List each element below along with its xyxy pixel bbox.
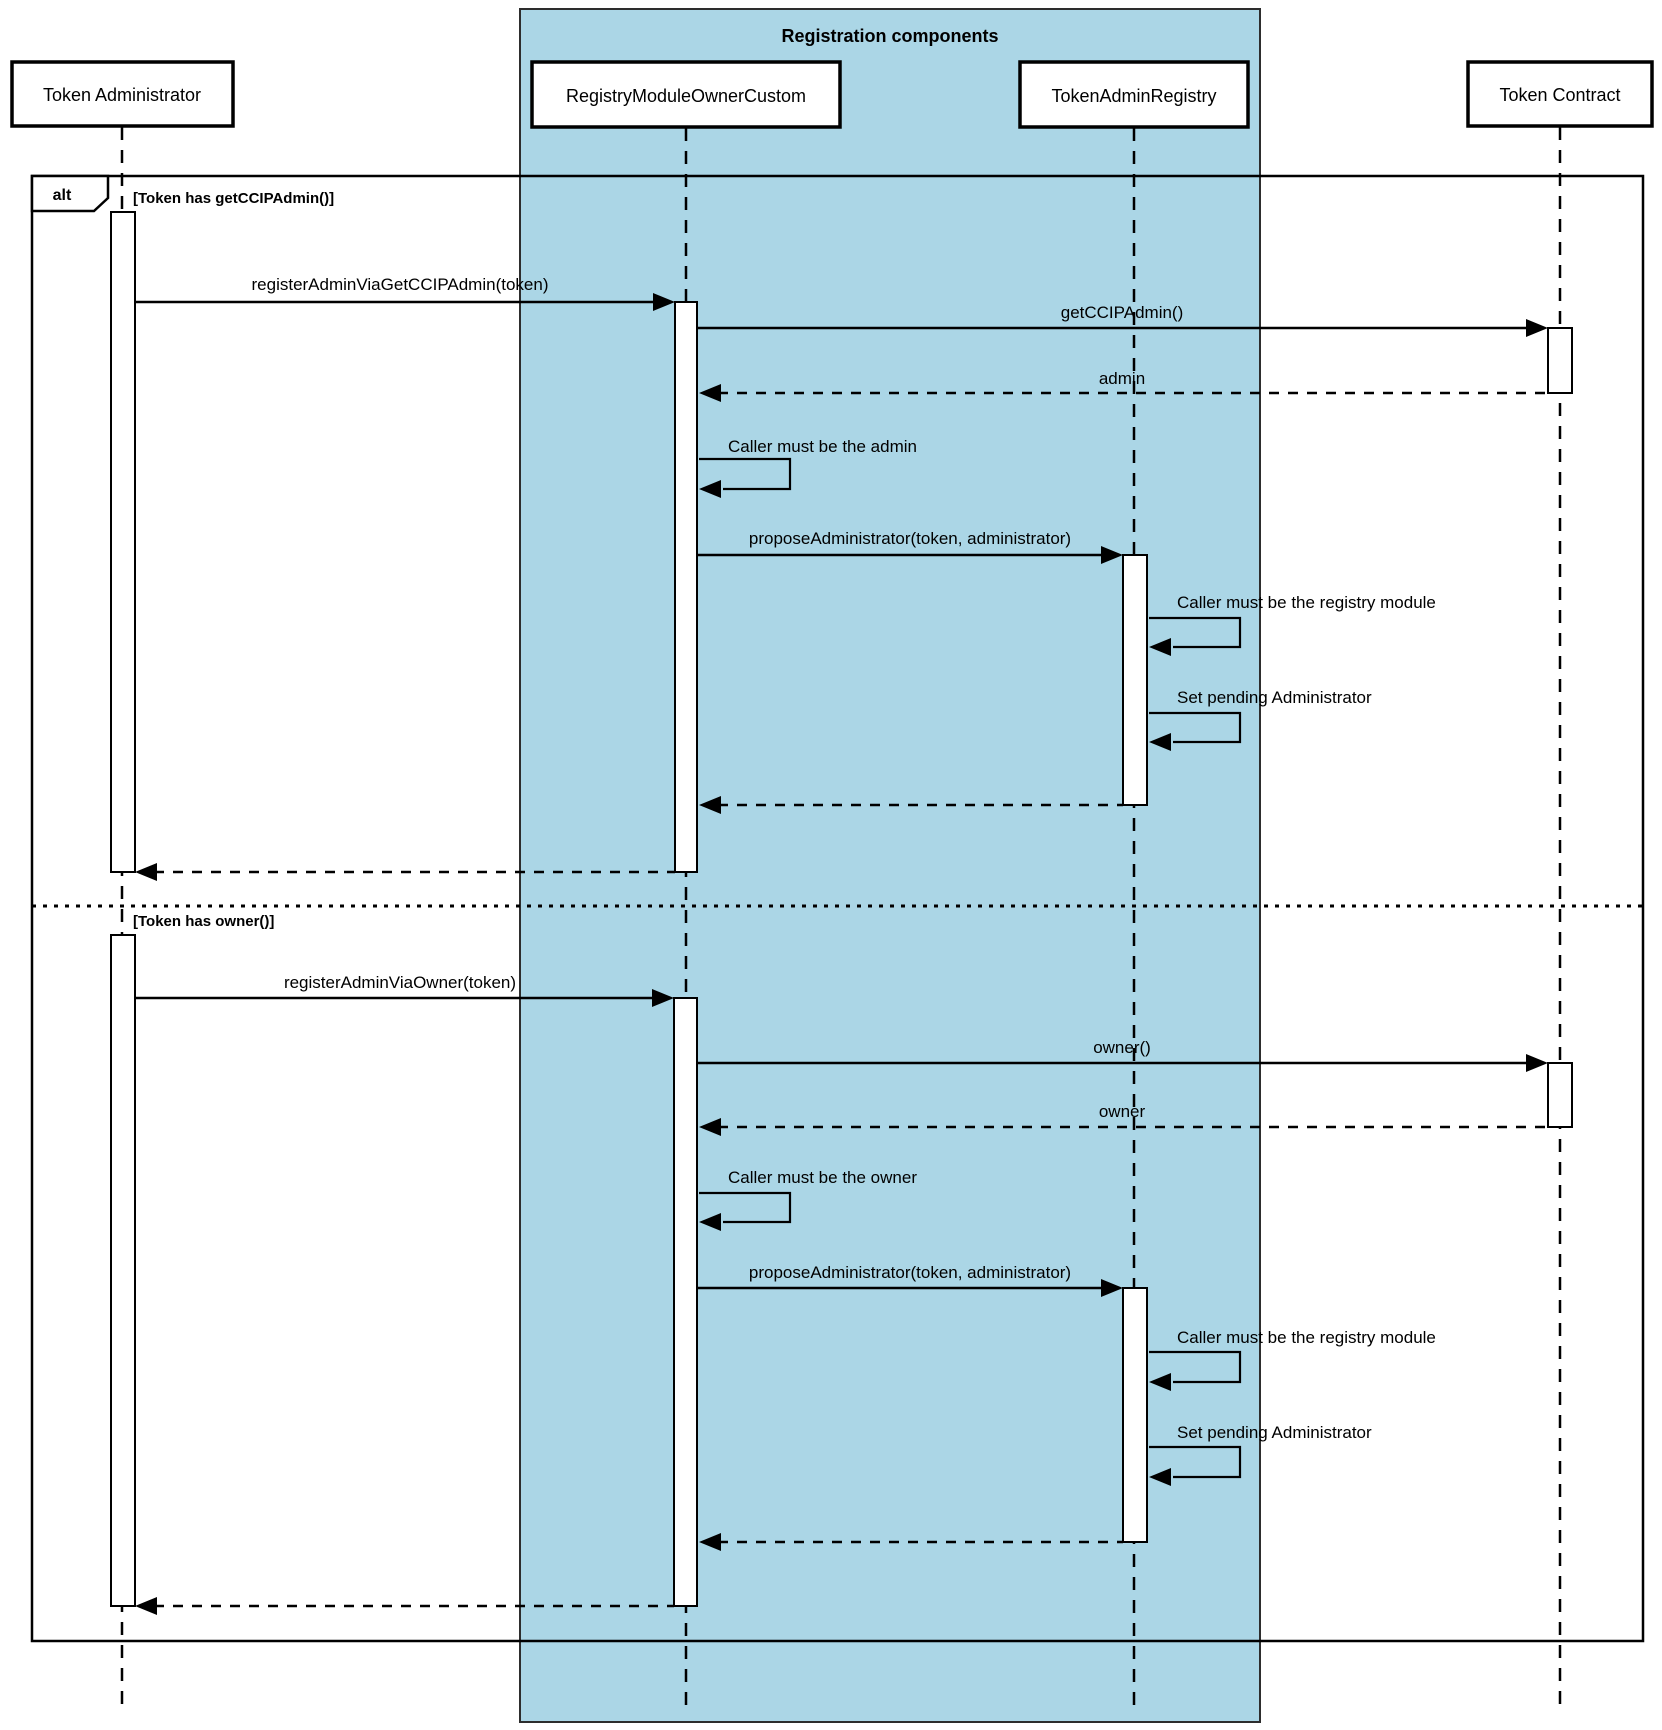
- return-to-registry-module-1: [699, 796, 1123, 814]
- return-to-registry-module-2: [699, 1533, 1123, 1551]
- message-label: registerAdminViaOwner(token): [284, 973, 516, 992]
- activation-registry-module-1: [674, 301, 698, 873]
- message-proposeAdministrator-1: proposeAdministrator(token, administrato…: [697, 529, 1123, 564]
- guard-condition-1: [Token has getCCIPAdmin()]: [133, 190, 334, 207]
- arrowhead-icon: [1149, 638, 1171, 656]
- participant-label: RegistryModuleOwnerCustom: [566, 86, 806, 106]
- arrowhead-icon: [699, 1533, 721, 1551]
- message-label: Caller must be the registry module: [1177, 1328, 1436, 1347]
- registration-components-group: [519, 8, 1261, 1723]
- return-to-token-administrator-1: [135, 863, 675, 881]
- arrowhead-icon: [135, 1597, 157, 1615]
- message-label: proposeAdministrator(token, administrato…: [749, 1263, 1071, 1282]
- self-message-line: [699, 1191, 792, 1224]
- alt-frame: [30, 174, 1645, 1643]
- message-label: Caller must be the owner: [728, 1168, 917, 1187]
- message-owner-call: owner(): [697, 1038, 1548, 1072]
- arrowhead-icon: [1149, 1373, 1171, 1391]
- arrowhead-icon: [699, 480, 721, 498]
- arrowhead-icon: [1101, 546, 1123, 564]
- alt-operator-label: alt: [53, 187, 72, 204]
- activation-token-contract-2: [1547, 1062, 1573, 1128]
- arrowhead-icon: [699, 1118, 721, 1136]
- arrowhead-icon: [699, 384, 721, 402]
- participant-box: [10, 60, 235, 128]
- message-getCCIPAdmin: getCCIPAdmin(): [697, 303, 1548, 337]
- message-registerAdminViaOwner: registerAdminViaOwner(token): [135, 973, 674, 1007]
- group-title: Registration components: [781, 26, 998, 46]
- activation-token-contract-1: [1547, 327, 1573, 394]
- arrowhead-icon: [135, 863, 157, 881]
- self-message-line: [1149, 1445, 1242, 1479]
- participant-token-admin-registry: TokenAdminRegistry: [1018, 60, 1250, 129]
- message-label: registerAdminViaGetCCIPAdmin(token): [252, 275, 549, 294]
- self-message-caller-must-be-registry-module-1: Caller must be the registry module: [1149, 593, 1436, 656]
- participant-token-administrator: Token Administrator: [10, 60, 235, 128]
- participant-registry-module-owner-custom: RegistryModuleOwnerCustom: [530, 60, 842, 129]
- self-message-line: [1149, 1350, 1242, 1384]
- self-message-set-pending-administrator-1: Set pending Administrator: [1149, 688, 1372, 751]
- activation-token-admin-registry-2: [1122, 1287, 1148, 1543]
- message-return-admin: admin: [699, 369, 1548, 402]
- participant-label: Token Contract: [1499, 85, 1620, 105]
- message-label: admin: [1099, 369, 1145, 388]
- self-message-caller-must-be-owner: Caller must be the owner: [699, 1168, 917, 1231]
- arrowhead-icon: [1149, 733, 1171, 751]
- arrowhead-icon: [653, 293, 675, 311]
- arrowhead-icon: [1101, 1279, 1123, 1297]
- arrowhead-icon: [699, 1213, 721, 1231]
- message-label: Set pending Administrator: [1177, 688, 1372, 707]
- message-label: Set pending Administrator: [1177, 1423, 1372, 1442]
- self-message-line: [1149, 711, 1242, 744]
- arrowhead-icon: [1526, 1054, 1548, 1072]
- participant-token-contract: Token Contract: [1466, 60, 1654, 128]
- self-message-caller-must-be-registry-module-2: Caller must be the registry module: [1149, 1328, 1436, 1391]
- arrowhead-icon: [1149, 1468, 1171, 1486]
- message-label: proposeAdministrator(token, administrato…: [749, 529, 1071, 548]
- self-message-caller-must-be-admin: Caller must be the admin: [699, 437, 917, 498]
- activation-token-administrator-1: [110, 211, 136, 873]
- participant-box: [1466, 60, 1654, 128]
- message-label: Caller must be the admin: [728, 437, 917, 456]
- arrowhead-icon: [699, 796, 721, 814]
- guard-condition-2: [Token has owner()]: [133, 913, 274, 930]
- message-label: Caller must be the registry module: [1177, 593, 1436, 612]
- participant-label: Token Administrator: [43, 85, 201, 105]
- self-message-set-pending-administrator-2: Set pending Administrator: [1149, 1423, 1372, 1486]
- message-return-owner: owner: [699, 1102, 1548, 1136]
- participant-box: [530, 60, 842, 129]
- message-proposeAdministrator-2: proposeAdministrator(token, administrato…: [697, 1263, 1123, 1297]
- message-label: getCCIPAdmin(): [1061, 303, 1184, 322]
- participant-box: [1018, 60, 1250, 129]
- message-label: owner(): [1093, 1038, 1151, 1057]
- self-message-line: [1149, 616, 1242, 649]
- message-label: owner: [1099, 1102, 1146, 1121]
- self-message-line: [699, 457, 792, 491]
- arrowhead-icon: [1526, 319, 1548, 337]
- alt-frame-tab: [30, 174, 110, 213]
- activation-registry-module-2: [673, 997, 698, 1607]
- arrowhead-icon: [652, 989, 674, 1007]
- activation-token-admin-registry-1: [1122, 554, 1148, 806]
- participant-label: TokenAdminRegistry: [1051, 86, 1216, 106]
- message-registerAdminViaGetCCIPAdmin: registerAdminViaGetCCIPAdmin(token): [135, 275, 675, 311]
- activation-token-administrator-2: [110, 934, 136, 1607]
- return-to-token-administrator-2: [135, 1597, 674, 1615]
